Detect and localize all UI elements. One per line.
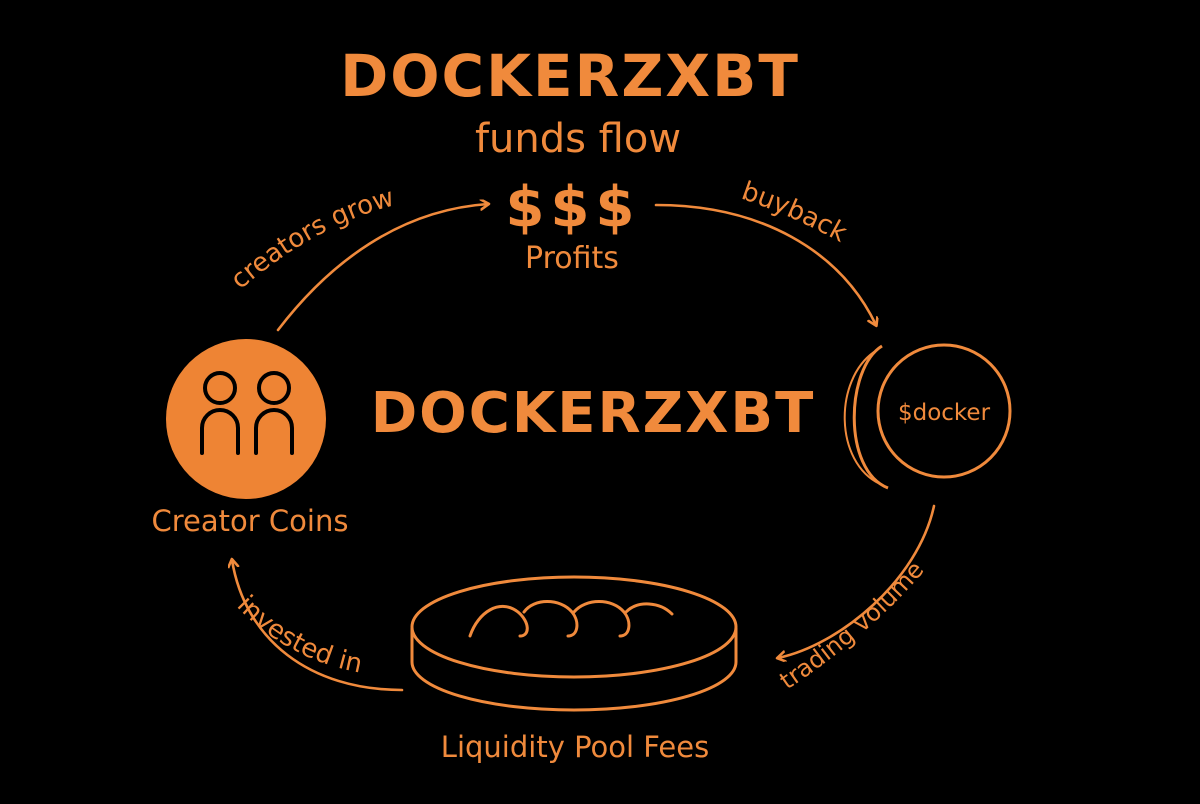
creators-badge (166, 339, 326, 499)
center-label: DOCKERZXBT (371, 381, 816, 446)
liquidity-pool-label: Liquidity Pool Fees (441, 730, 709, 764)
arrow-pool-to-creators (232, 560, 404, 692)
flow-arrows (232, 203, 936, 692)
diagram-title: DOCKERZXBT (340, 42, 800, 110)
creator-coins-label: Creator Coins (152, 504, 349, 538)
diagram-subtitle: funds flow (475, 116, 681, 162)
wave-icon (468, 600, 674, 638)
edge-label-trading-volume: trading volume (775, 556, 930, 695)
docker-token-label: $docker (898, 400, 991, 426)
edge-label-invested-in: invested in (231, 590, 365, 680)
pool-base-icon (410, 628, 738, 712)
profits-node: $$$ Profits (506, 175, 641, 276)
edge-label-creators-grow: creators grow (225, 183, 397, 296)
docker-token-node: $docker (843, 343, 1012, 490)
arrow-token-to-pool (778, 504, 936, 658)
liquidity-pool-node: Liquidity Pool Fees (410, 575, 738, 764)
coin-edge-inner-icon (843, 351, 881, 485)
creator-coins-node: Creator Coins (152, 339, 349, 538)
people-icon (200, 371, 294, 455)
coin-icon (876, 343, 1012, 479)
arrow-profits-to-token (654, 203, 876, 325)
arrow-creators-to-profits (276, 204, 488, 332)
profits-label: Profits (525, 241, 619, 276)
coin-edge-icon (852, 344, 889, 490)
dollar-signs-icon: $$$ (506, 175, 641, 240)
pool-top-icon (410, 575, 738, 679)
